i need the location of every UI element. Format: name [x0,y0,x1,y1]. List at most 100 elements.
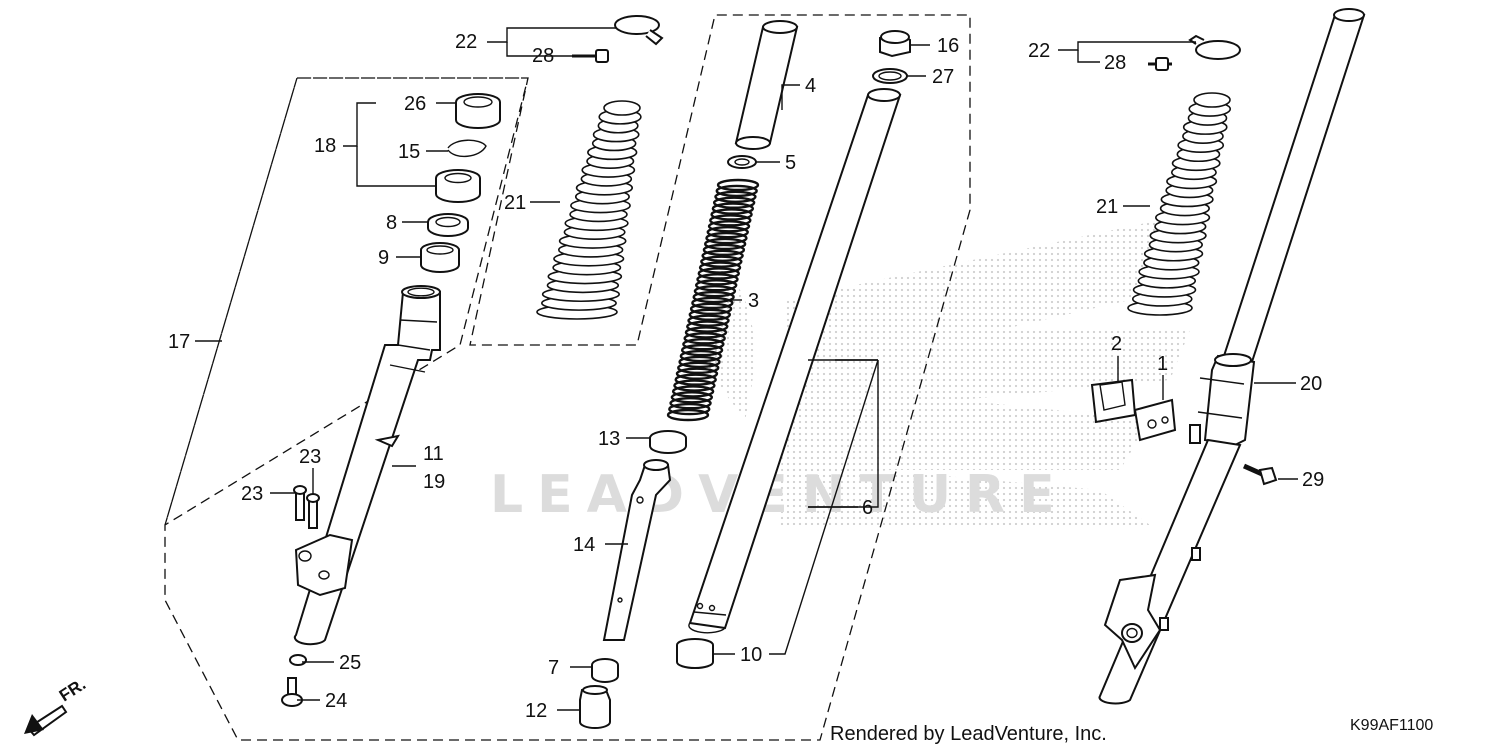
fork-cap-16 [879,30,911,58]
callout-12: 12 [525,700,547,722]
fork-slider-17 [293,285,441,646]
callout-15: 15 [398,141,420,163]
dust-seal-26 [455,93,501,129]
callout-10: 10 [740,644,762,666]
fork-boot-right [1127,92,1232,316]
spring-coil [705,231,748,245]
bushing-9 [420,242,460,273]
callout-22-right: 22 [1028,40,1050,62]
piston-ring-13 [649,430,687,454]
oil-seal-18 [435,169,481,203]
fork-spring-3 [666,178,760,422]
bolt-24 [281,677,303,707]
callout-25: 25 [339,652,361,674]
callout-9: 9 [378,247,389,269]
spring-coil [709,214,752,227]
spring-coil [700,255,743,268]
o-ring-27 [872,68,908,84]
watermark-logo: LEADVENTURE [490,220,1200,525]
spring-coil [706,225,749,239]
washer-25 [289,654,307,666]
washer-8 [427,213,469,237]
callout-3: 3 [748,290,759,312]
spring-coil [715,184,758,198]
washer-5 [727,155,757,169]
spring-coil [675,367,719,380]
callout-6: 6 [862,497,873,519]
spring-coil [714,190,757,203]
spring-coil [668,402,711,416]
spring-coil [670,391,714,404]
spring-coil [684,326,728,339]
callout-22-left: 22 [455,31,477,53]
spring-coil [687,314,730,327]
front-direction-label: FR. [56,675,89,706]
spring-coil [679,349,723,363]
spring-coil [689,302,733,316]
spring-coil [707,220,751,233]
spring-coil [701,249,744,262]
fork-pipe-6 [688,88,902,634]
spring-coil [702,243,746,257]
spring-coil [703,237,747,251]
spring-coil [677,361,720,375]
spring-coil [683,332,726,345]
callout-14: 14 [573,534,595,556]
spring-coil [716,178,760,192]
spring-coil [680,343,724,357]
fork-assembly-20 [1098,8,1366,705]
spring-coil [692,290,735,304]
callout-21-right: 21 [1096,196,1118,218]
callout-11: 11 [423,443,444,465]
callout-labels: 22 28 26 18 15 8 9 21 17 11 19 23 23 25 … [168,31,1324,722]
spring-coil [678,355,721,369]
bolts-23 [293,485,320,529]
bolt-29 [1242,463,1278,486]
callout-28-right: 28 [1104,52,1126,74]
callout-8: 8 [386,212,397,234]
bracket-1 [1133,398,1177,442]
boot-fold [1193,92,1231,108]
spring-coil [712,196,756,209]
footer-credit: Rendered by LeadVenture, Inc. [830,723,1107,745]
callout-17: 17 [168,331,190,353]
spring-coil [671,385,715,398]
callout-26: 26 [404,93,426,115]
callout-19: 19 [423,471,445,493]
spring-coil [669,397,712,410]
fork-boot-left [536,100,642,320]
spring-coil [673,379,716,392]
damper-rod-14 [602,459,672,641]
callout-23-top: 23 [299,446,321,468]
spring-coil [698,261,742,274]
circlip-15 [447,139,487,157]
spring-coil [686,320,729,333]
front-direction-arrow: FR. [24,675,89,737]
callout-18: 18 [314,135,336,157]
callout-27: 27 [932,66,954,88]
boot-clamp-22-left [614,15,664,46]
callout-16: 16 [937,35,959,57]
callout-28-left: 28 [532,45,554,67]
spring-coil [711,202,755,215]
slider-bushing-10 [676,638,714,669]
callout-7: 7 [548,657,559,679]
oil-lock-piece-7 [591,658,619,683]
spring-coil [691,296,734,310]
spring-coil [710,208,753,221]
spring-coil [682,338,725,351]
oil-lock-piece-12 [579,685,611,729]
spring-coil [674,373,717,386]
callout-2: 2 [1111,333,1122,355]
callout-5: 5 [785,152,796,174]
callout-29: 29 [1302,469,1324,491]
callout-23-left: 23 [241,483,263,505]
spring-coil [666,408,710,422]
callout-24: 24 [325,690,347,712]
diagram-code: K99AF1100 [1350,717,1433,734]
spring-coil [693,284,737,298]
spring-coil [688,308,731,321]
callout-13: 13 [598,428,620,450]
